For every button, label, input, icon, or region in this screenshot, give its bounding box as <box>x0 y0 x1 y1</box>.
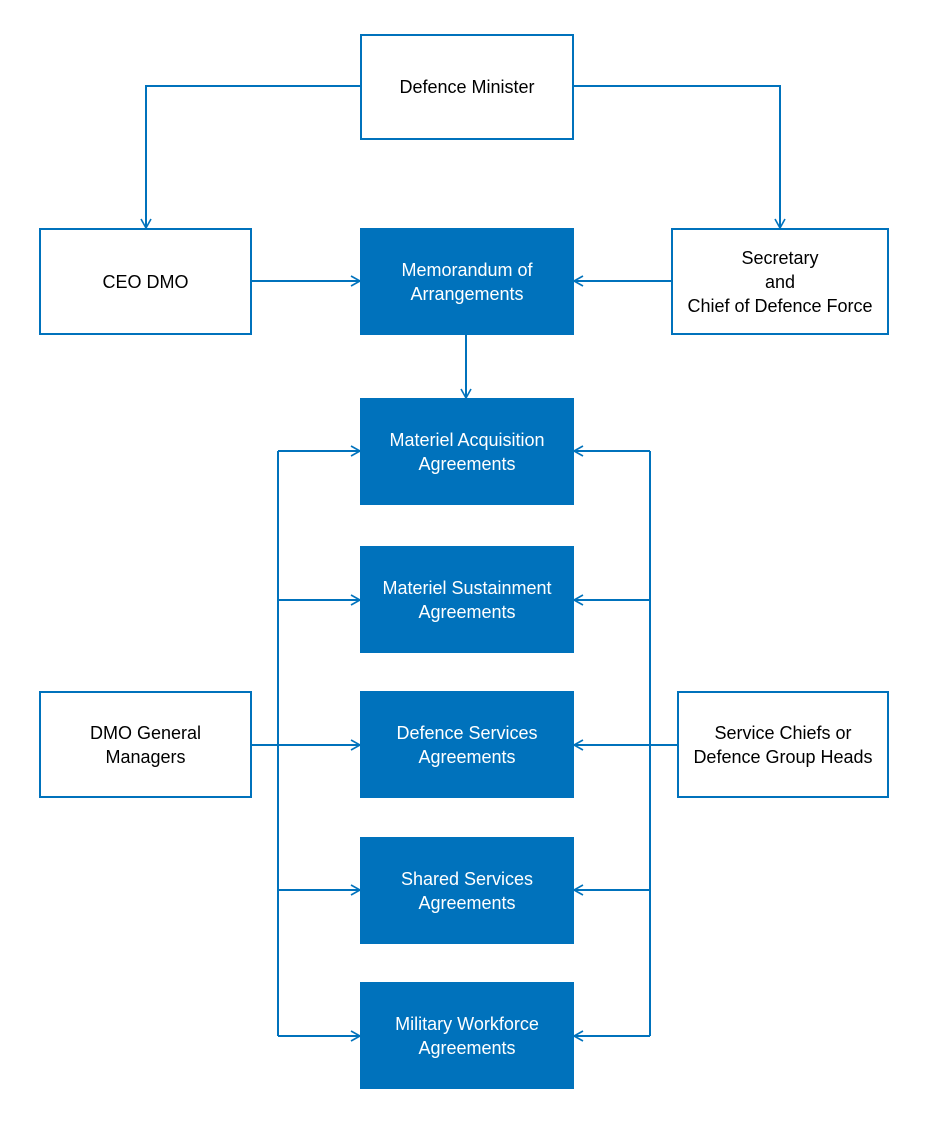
label-line: Shared Services <box>400 868 534 889</box>
label-line: Materiel Acquisition <box>389 429 545 450</box>
node-memorandum-of-arrangements: Memorandum of Arrangements <box>360 228 574 335</box>
label-line: Agreements <box>418 453 516 474</box>
connector-minister-to-ceo <box>140 85 360 230</box>
label-line: Materiel Sustainment <box>382 577 552 598</box>
label-line: Secretary <box>741 247 819 268</box>
label-line: Agreements <box>418 1037 516 1058</box>
node-memorandum-label: Memorandum of Arrangements <box>401 258 532 306</box>
label-line: Chief of Defence Force <box>687 295 873 316</box>
node-ceo-dmo: CEO DMO <box>39 228 252 335</box>
label-line: Military Workforce <box>395 1013 539 1034</box>
label-line: and <box>764 271 796 292</box>
label-line: Arrangements <box>410 283 524 304</box>
node-service-chiefs-label: Service Chiefs or Defence Group Heads <box>693 721 872 769</box>
label-line: Service Chiefs or <box>714 722 852 743</box>
node-defence-minister-label: Defence Minister <box>399 75 534 99</box>
node-ceo-dmo-label: CEO DMO <box>102 270 188 294</box>
node-service-chiefs: Service Chiefs or Defence Group Heads <box>677 691 889 798</box>
connector-minister-to-secretary <box>574 85 786 230</box>
label-line: Agreements <box>418 892 516 913</box>
label-line: Memorandum of <box>401 259 533 280</box>
label-line: Defence Services <box>396 722 538 743</box>
label-line: Agreements <box>418 746 516 767</box>
label-line: Defence Minister <box>399 77 535 97</box>
label-line: Managers <box>105 746 186 767</box>
label-line: Defence Group Heads <box>693 746 873 767</box>
node-defence-minister: Defence Minister <box>360 34 574 140</box>
label-line: Agreements <box>418 601 516 622</box>
label-line: CEO DMO <box>102 271 189 292</box>
label-line: DMO General <box>89 722 202 743</box>
